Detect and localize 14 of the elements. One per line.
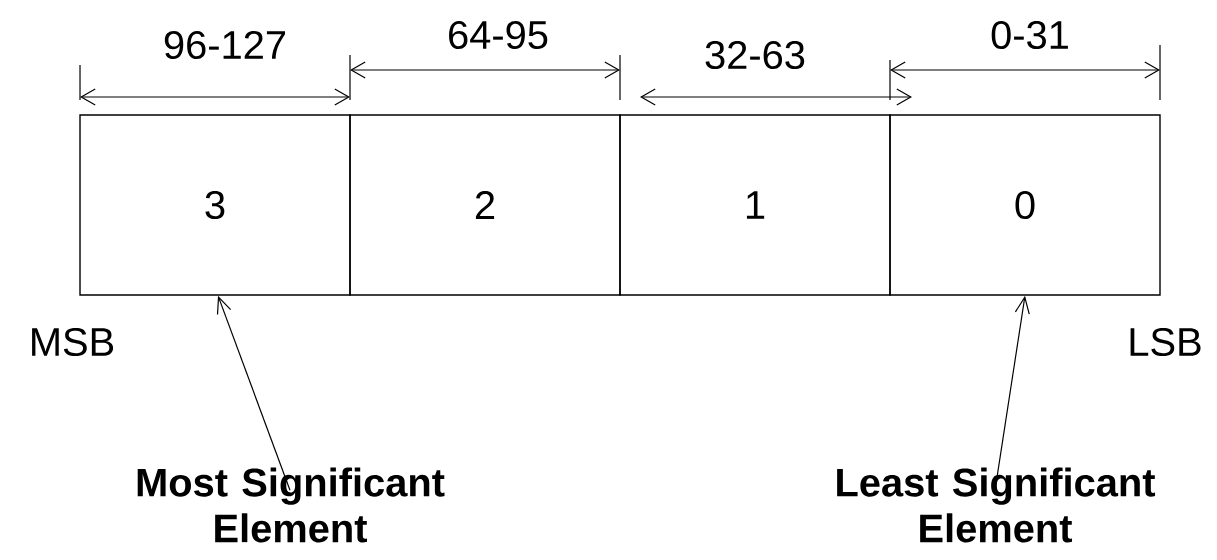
leader-line [216, 295, 291, 491]
range-label: 96-127 [164, 30, 285, 60]
register-cell: 2 [349, 114, 621, 296]
bit-label: LSB [1130, 327, 1201, 357]
leader-line [994, 295, 1030, 491]
range-label: 32-63 [705, 40, 805, 70]
register-cell: 0 [889, 114, 1161, 296]
element-caption: Least Significant Element [837, 467, 1156, 543]
range-label: 0-31 [991, 20, 1068, 50]
register-cell: 1 [619, 114, 891, 296]
bit-label: MSB [32, 327, 114, 357]
element-caption: Most Significant Element [137, 467, 445, 543]
range-label: 64-95 [449, 20, 548, 50]
register-cell: 3 [79, 114, 351, 296]
